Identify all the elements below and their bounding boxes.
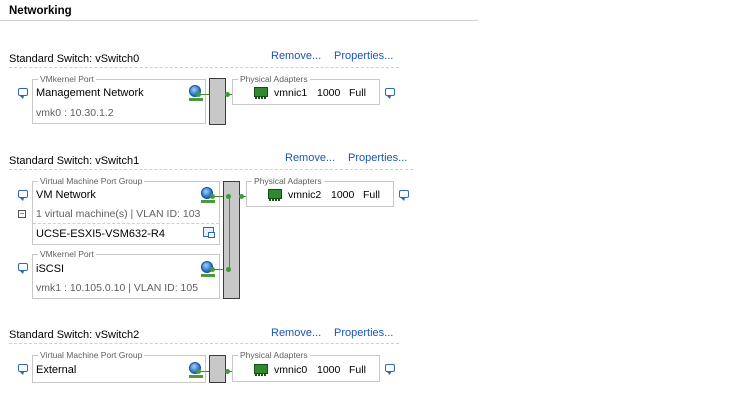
switch-title-vswitch2: Standard Switch: vSwitch2 [9, 329, 140, 341]
physical-adapters-box: Physical Adapters vmnic2 1000 Full [246, 175, 394, 207]
port-group-detail: 1 virtual machine(s) | VLAN ID: 103 [36, 208, 201, 220]
adapter-speed: 1000 [317, 87, 341, 99]
connector-dot [226, 194, 231, 199]
connector-dot [210, 194, 215, 199]
physical-adapters-box: Physical Adapters vmnic1 1000 Full [232, 73, 380, 105]
virtual-machine-icon[interactable] [203, 227, 215, 238]
virtual-machine-name[interactable]: UCSE-ESXI5-VSM632-R4 [36, 228, 165, 240]
connector-line [210, 196, 224, 197]
port-group-detail: vmk0 : 10.30.1.2 [36, 107, 114, 119]
remove-link-vswitch1[interactable]: Remove... [285, 152, 336, 164]
nic-card-icon [254, 364, 268, 376]
port-group-name[interactable]: VM Network [36, 189, 96, 201]
remove-link-vswitch2[interactable]: Remove... [271, 327, 322, 339]
adapter-speed: 1000 [317, 364, 341, 376]
row-divider [33, 223, 219, 224]
port-group-name[interactable]: External [36, 364, 77, 376]
info-icon[interactable] [18, 88, 28, 99]
adapter-name[interactable]: vmnic2 [288, 189, 322, 201]
adapter-duplex: Full [349, 87, 366, 99]
info-icon[interactable] [399, 190, 409, 201]
adapter-name[interactable]: vmnic1 [274, 87, 308, 99]
connector-line [210, 269, 224, 270]
physical-adapters-label: Physical Adapters [252, 175, 324, 187]
connector-dot [196, 92, 201, 97]
connector-line [196, 94, 210, 95]
switch-divider [9, 343, 399, 344]
port-group-name[interactable]: Management Network [36, 87, 144, 99]
info-icon[interactable] [18, 364, 28, 375]
info-icon[interactable] [385, 88, 395, 99]
connector-dot [239, 194, 244, 199]
port-group-name[interactable]: iSCSI [36, 263, 65, 275]
info-icon[interactable] [18, 190, 28, 201]
properties-link-vswitch1[interactable]: Properties... [348, 152, 408, 164]
physical-adapters-label: Physical Adapters [238, 73, 310, 85]
physical-adapters-label: Physical Adapters [238, 349, 310, 361]
page-title: Networking [9, 5, 72, 17]
virtual-switch-bus [209, 355, 226, 383]
virtual-switch-bus [209, 78, 226, 125]
virtual-switch-bus [223, 181, 240, 299]
connector-line [196, 371, 210, 372]
port-group-box: VMkernel Port Management Network vmk0 : … [32, 73, 206, 124]
switch-divider [9, 67, 399, 68]
physical-adapters-box: Physical Adapters vmnic0 1000 Full [232, 349, 380, 382]
connector-dot [210, 267, 215, 272]
connector-dot [226, 267, 231, 272]
port-group-type: VMkernel Port [38, 248, 96, 260]
switch-divider [9, 169, 413, 170]
adapter-duplex: Full [349, 364, 366, 376]
collapse-minus-icon[interactable]: − [18, 209, 26, 218]
port-group-box: Virtual Machine Port Group External [32, 349, 206, 383]
switch-title-vswitch0: Standard Switch: vSwitch0 [9, 53, 140, 65]
connector-dot [196, 369, 201, 374]
header-divider [0, 20, 478, 21]
port-group-type: Virtual Machine Port Group [38, 175, 145, 187]
port-group-detail: vmk1 : 10.105.0.10 | VLAN ID: 105 [36, 282, 199, 294]
port-group-type: VMkernel Port [38, 73, 96, 85]
nic-card-icon [254, 87, 268, 99]
port-group-box: VMkernel Port iSCSI vmk1 : 10.105.0.10 |… [32, 248, 220, 299]
connector-dot [225, 92, 230, 97]
connector-dot [225, 369, 230, 374]
port-group-box: Virtual Machine Port Group VM Network 1 … [32, 175, 220, 245]
properties-link-vswitch0[interactable]: Properties... [334, 50, 394, 62]
properties-link-vswitch2[interactable]: Properties... [334, 327, 394, 339]
switch-title-vswitch1: Standard Switch: vSwitch1 [9, 155, 140, 167]
adapter-duplex: Full [363, 189, 380, 201]
info-icon[interactable] [18, 263, 28, 274]
remove-link-vswitch0[interactable]: Remove... [271, 50, 322, 62]
nic-card-icon [268, 189, 282, 201]
connector-line [229, 196, 230, 269]
adapter-name[interactable]: vmnic0 [274, 364, 308, 376]
info-icon[interactable] [385, 364, 395, 375]
adapter-speed: 1000 [331, 189, 355, 201]
port-group-type: Virtual Machine Port Group [38, 349, 145, 361]
